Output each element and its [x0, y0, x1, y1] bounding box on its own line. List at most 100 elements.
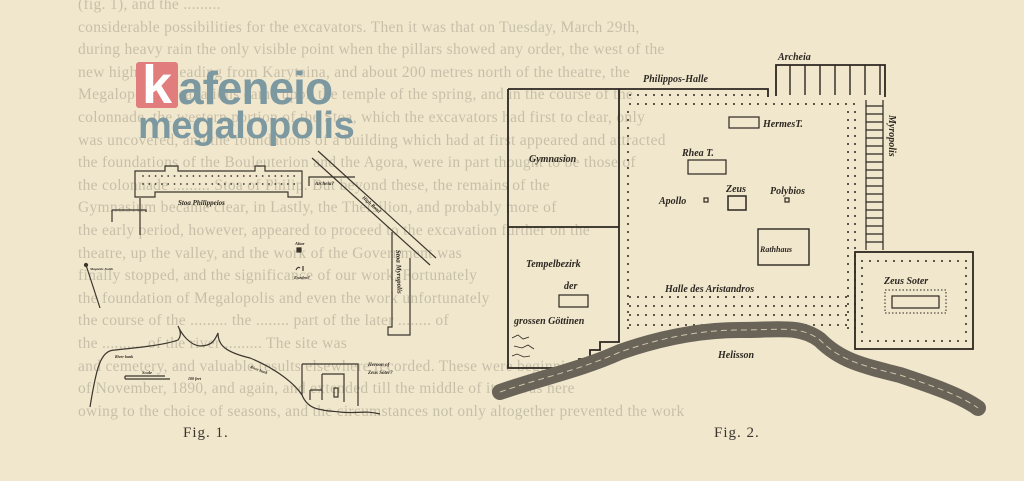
column-dot — [869, 260, 871, 262]
column-dot — [847, 127, 849, 129]
column-dot — [965, 267, 967, 269]
column-dot — [627, 255, 629, 257]
column-dot — [148, 175, 151, 177]
column-dot — [861, 291, 863, 293]
column-dot — [861, 331, 863, 333]
rough-ground — [511, 334, 535, 358]
column-dot — [717, 305, 719, 307]
stoa-myropolis-outline — [387, 232, 411, 336]
column-dot — [733, 296, 735, 298]
column-dot — [821, 305, 823, 307]
column-dot — [847, 319, 849, 321]
column-dot — [854, 135, 856, 137]
column-dot — [717, 94, 719, 96]
label-magnetic-north: Magnetic North — [89, 267, 113, 271]
column-dot — [709, 305, 711, 307]
column-dot — [637, 296, 639, 298]
column-dot — [733, 305, 735, 307]
zeus-altar — [727, 195, 747, 211]
column-dot — [821, 103, 823, 105]
column-dot — [236, 183, 239, 185]
column-dot — [274, 183, 277, 185]
column-dot — [797, 103, 799, 105]
column-dot — [781, 103, 783, 105]
column-dot — [885, 260, 887, 262]
zeus-soter-peristyle — [884, 289, 947, 314]
column-dot — [709, 94, 711, 96]
column-dot — [847, 167, 849, 169]
column-dot — [661, 103, 663, 105]
column-dot — [757, 94, 759, 96]
body-line: during heavy rain the only visible point… — [78, 41, 665, 59]
column-dot — [161, 183, 163, 185]
column-dot — [629, 305, 631, 307]
column-dot — [685, 324, 687, 326]
column-dot — [192, 175, 195, 177]
column-dot — [693, 296, 695, 298]
rhea-temple — [687, 159, 727, 175]
column-dot — [701, 94, 703, 96]
column-dot — [847, 191, 849, 193]
column-dot — [901, 260, 903, 262]
figure-1-caption: Fig. 1. — [183, 425, 229, 441]
column-dot — [198, 175, 201, 177]
column-dot — [627, 183, 629, 185]
column-dot — [205, 183, 207, 185]
column-dot — [854, 143, 856, 145]
column-dot — [627, 279, 629, 281]
column-dot — [837, 314, 839, 316]
column-dot — [627, 143, 629, 145]
column-dot — [741, 296, 743, 298]
column-dot — [645, 314, 647, 316]
column-dot — [249, 175, 252, 177]
column-dot — [677, 324, 679, 326]
column-dot — [965, 283, 967, 285]
column-dot — [287, 175, 289, 177]
road-edge — [311, 157, 431, 266]
column-dot — [685, 314, 687, 316]
column-dot — [847, 239, 849, 241]
column-dot — [217, 175, 220, 177]
column-dot — [677, 94, 679, 96]
body-line: considerable possibilities for the excav… — [78, 18, 640, 36]
column-dot — [224, 183, 226, 185]
column-dot — [847, 135, 849, 137]
kafeneio-megalopolis-logo[interactable]: k afeneio megalopolis — [136, 60, 355, 145]
column-dot — [677, 103, 679, 105]
column-dot — [845, 314, 847, 316]
label-zeus: Zeus — [725, 184, 746, 195]
column-dot — [685, 305, 687, 307]
label-halle-aristandros: Halle des Aristandros — [664, 284, 754, 295]
column-dot — [847, 327, 849, 329]
column-dot — [637, 103, 639, 105]
column-dot — [693, 103, 695, 105]
label-apollo: Apollo — [658, 196, 686, 207]
column-dot — [669, 296, 671, 298]
column-dot — [869, 340, 871, 342]
column-dot — [627, 303, 629, 305]
body-line: the foundations of the Bouleuterion and … — [78, 154, 636, 172]
column-dot — [789, 305, 791, 307]
column-dot — [749, 103, 751, 105]
column-dot — [821, 314, 823, 316]
column-dot — [757, 305, 759, 307]
column-dot — [773, 305, 775, 307]
polybios-marker — [784, 197, 790, 203]
column-dot — [637, 314, 639, 316]
label-der: der — [564, 281, 577, 292]
column-dot — [765, 305, 767, 307]
column-dot — [854, 151, 856, 153]
column-dot — [854, 111, 856, 113]
column-dot — [845, 324, 847, 326]
figure-2-caption: Fig. 2. — [714, 425, 760, 441]
column-dot — [627, 231, 629, 233]
column-dot — [627, 239, 629, 241]
column-dot — [627, 159, 629, 161]
column-dot — [274, 175, 277, 177]
column-dot — [853, 103, 855, 105]
myropolis-rooms — [866, 105, 883, 243]
body-line: the colonnade ......... Stoa of Philip. … — [78, 176, 550, 194]
column-dot — [805, 103, 807, 105]
label-zeus-soter: Zeus Soter — [883, 276, 928, 287]
column-dot — [717, 103, 719, 105]
